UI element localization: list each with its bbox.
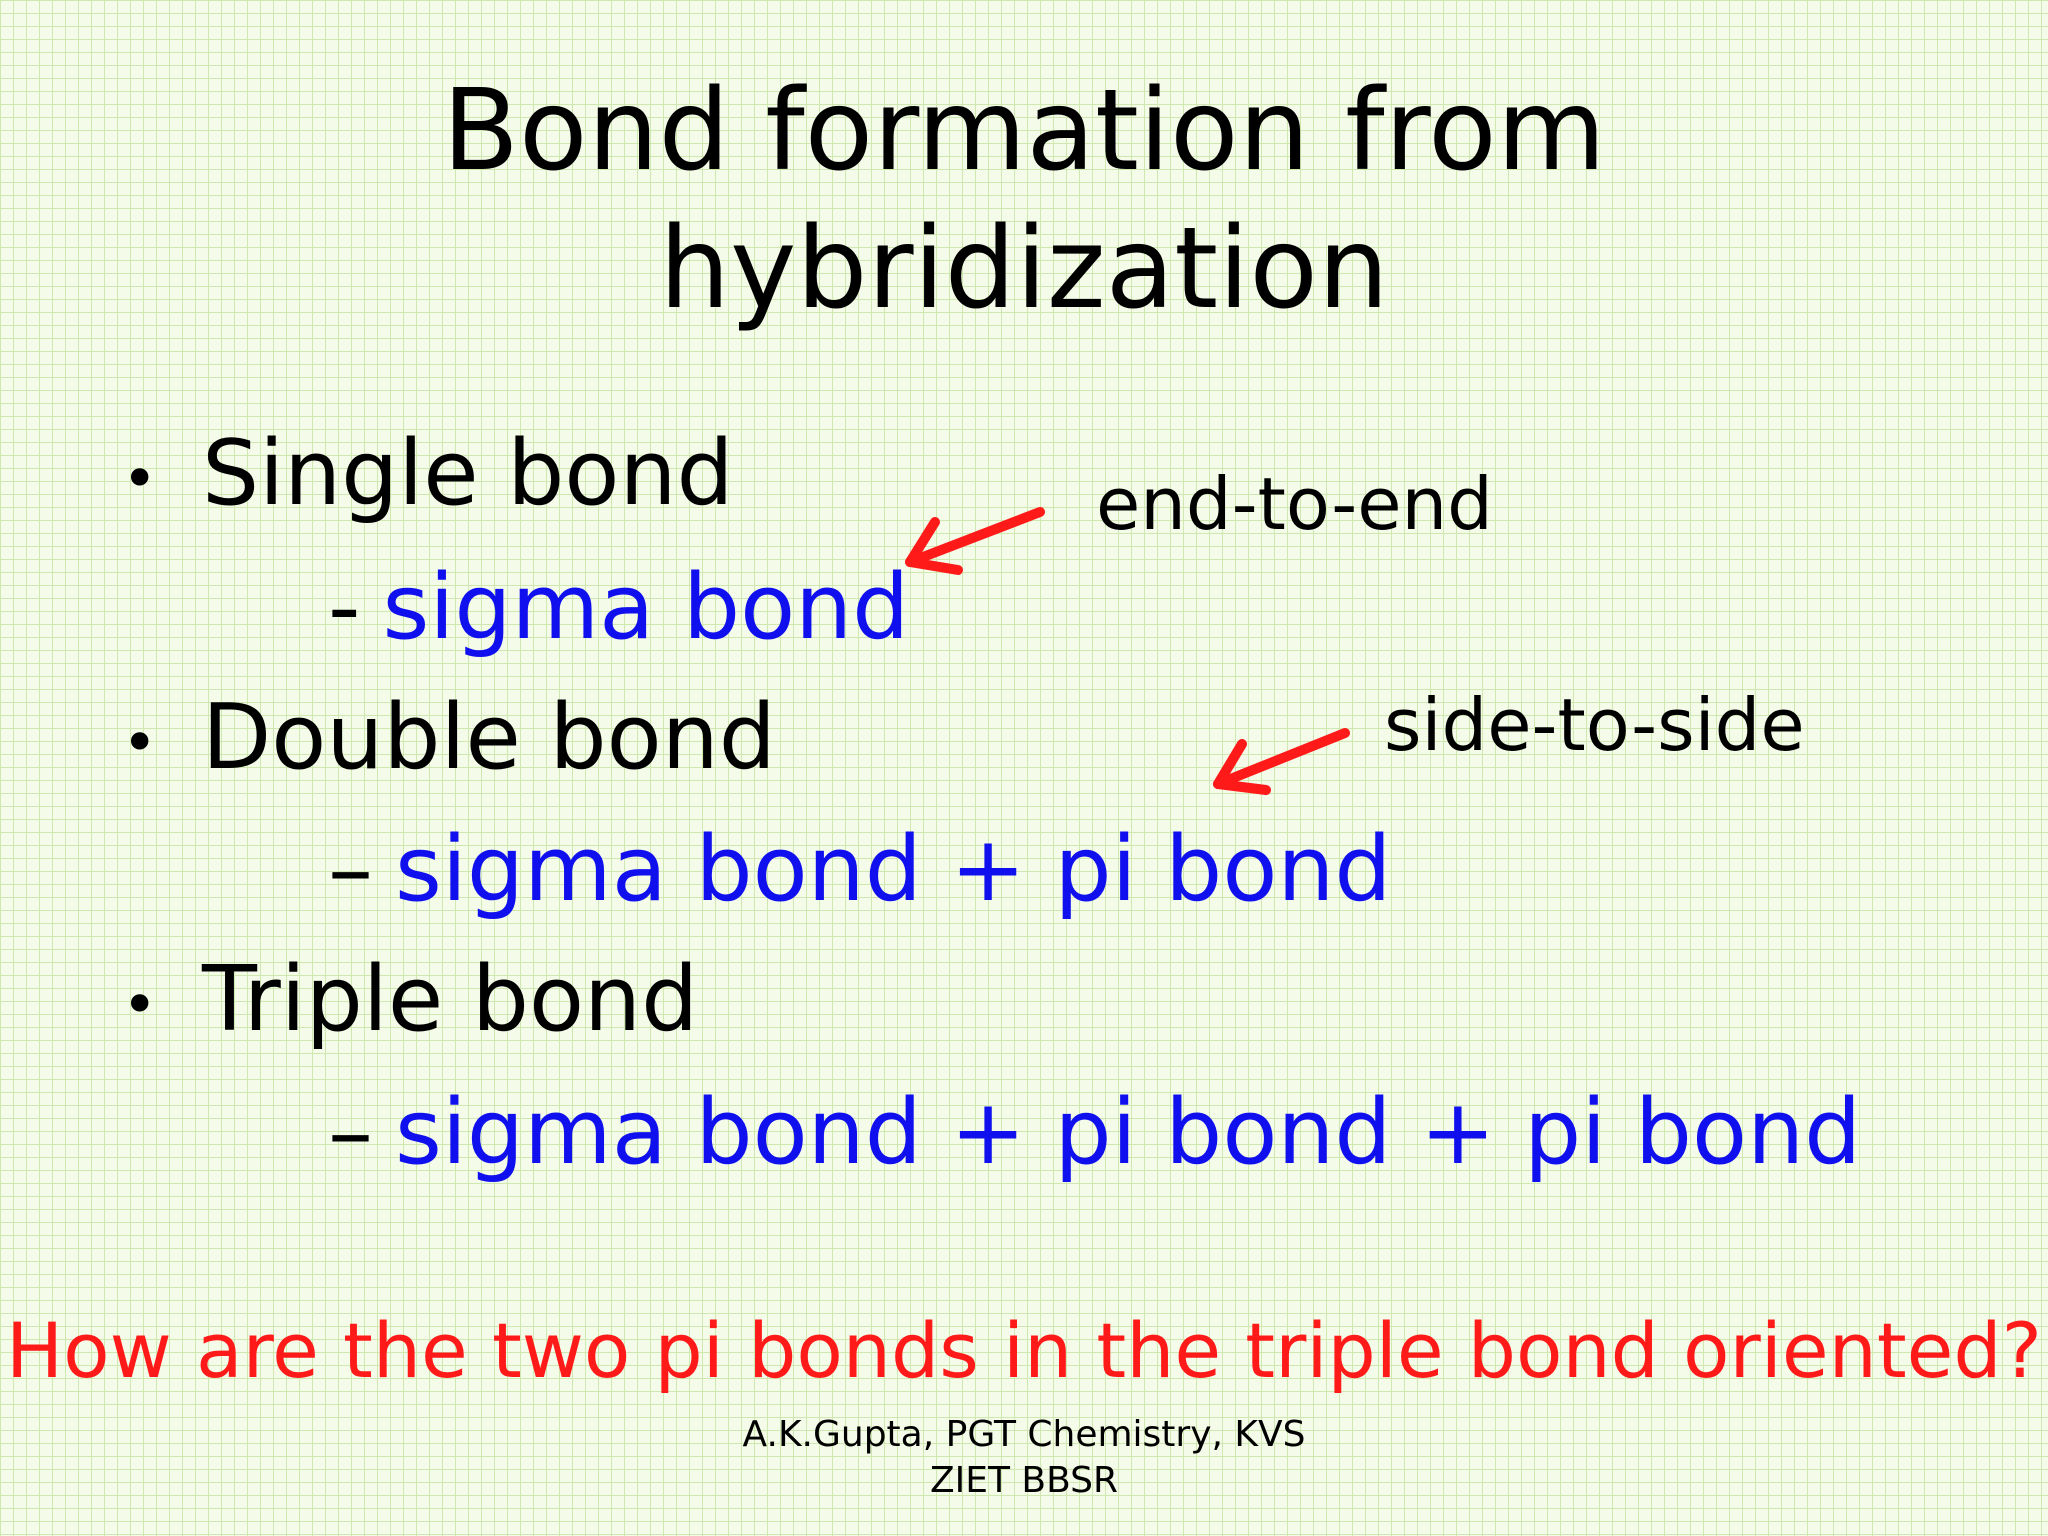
sub-item-sigma-bond: -sigma bond [328, 558, 909, 658]
sub-marker: – [328, 817, 373, 922]
sub-item-sigma-pi-bond: –sigma bond + pi bond [328, 820, 1392, 920]
annotation-end-to-end: end-to-end [1096, 462, 1493, 546]
bullet-marker: • [122, 708, 158, 779]
footer-credit: A.K.Gupta, PGT Chemistry, KVS ZIET BBSR [0, 1412, 2048, 1504]
question-text: How are the two pi bonds in the triple b… [6, 1306, 2042, 1395]
annotation-side-to-side: side-to-side [1384, 683, 1805, 767]
title-line-2: hybridization [659, 204, 1389, 334]
arrow-left-icon [905, 507, 1045, 575]
bullet-triple-bond: • Triple bond [122, 950, 698, 1055]
sub-item-text: sigma bond [382, 555, 910, 660]
bullet-double-bond: • Double bond [122, 688, 776, 793]
bullet-single-bond: • Single bond [122, 424, 734, 529]
sub-item-text: sigma bond + pi bond + pi bond [395, 1080, 1862, 1185]
bullet-label: Single bond [202, 421, 734, 526]
sub-item-sigma-pi-pi-bond: –sigma bond + pi bond + pi bond [328, 1083, 1861, 1183]
bullet-marker: • [122, 970, 158, 1041]
slide-title: Bond formation from hybridization [0, 62, 2048, 338]
sub-item-text: sigma bond + pi bond [395, 817, 1392, 922]
sub-marker: – [328, 1080, 373, 1185]
footer-line-2: ZIET BBSR [929, 1460, 1119, 1501]
bullet-marker: • [122, 444, 158, 515]
bullet-label: Double bond [202, 685, 776, 790]
arrow-left-icon [1213, 728, 1350, 795]
title-line-1: Bond formation from [442, 66, 1606, 196]
bullet-label: Triple bond [202, 947, 699, 1052]
sub-marker: - [328, 555, 361, 660]
footer-line-1: A.K.Gupta, PGT Chemistry, KVS [742, 1414, 1306, 1455]
